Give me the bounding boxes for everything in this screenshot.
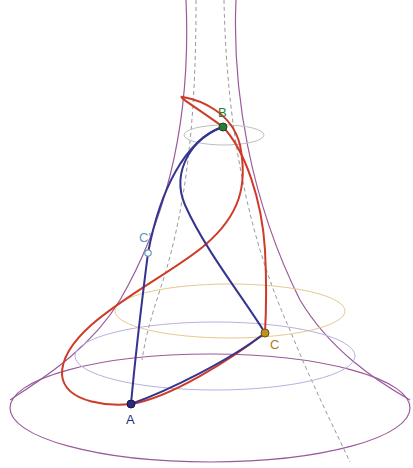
point-label: C' <box>139 231 151 244</box>
surface-profile <box>10 0 187 400</box>
parallel-circle <box>115 284 345 338</box>
geodesic-line <box>180 127 265 333</box>
point-a <box>127 400 135 408</box>
parallel-circle <box>75 322 355 390</box>
geodesic-line <box>131 127 223 404</box>
point-c-prime <box>145 250 151 256</box>
surface-profile <box>235 0 410 400</box>
dashed-curve <box>142 0 196 360</box>
point-label: A <box>126 413 135 426</box>
point-label: B <box>218 106 227 119</box>
geodesic-line <box>131 333 265 404</box>
dashed-curve <box>224 0 350 462</box>
point-label: C <box>270 338 279 351</box>
point-c <box>261 329 269 337</box>
point-b <box>219 123 227 131</box>
